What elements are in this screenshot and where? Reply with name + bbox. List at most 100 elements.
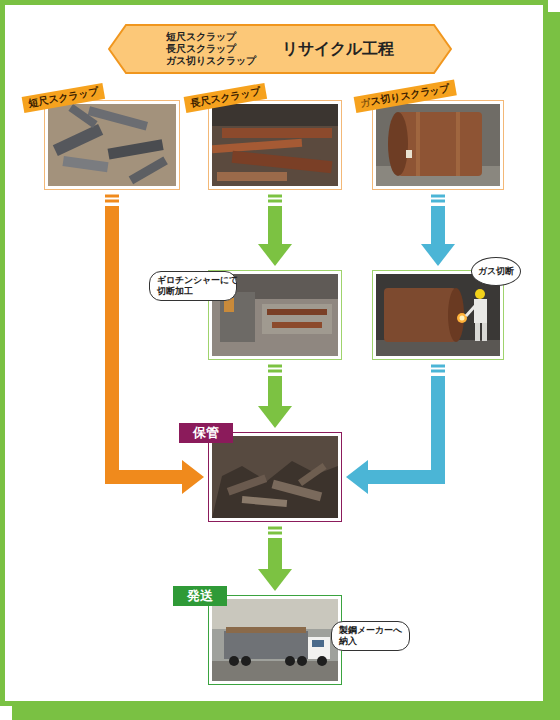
photo-long-scrap-part [212,104,338,186]
photo-truck-part [285,656,295,666]
photo-truck-part [312,640,324,647]
photo-guillotine-part [267,309,327,315]
scrap-tag: 短尺スクラップ [22,83,106,113]
photo-truck-part [226,627,306,633]
banner-title: リサイクル工程 [282,39,394,60]
banner-item: 長尺スクラップ [166,43,256,55]
callout-bubble: ギロチンシャーにて 切断加工 [149,271,237,301]
flow-arrow [258,366,292,428]
arrow-head [346,460,368,494]
photo-tank-scrap-part [416,112,420,176]
photo-gas-cutting-part [460,316,465,321]
arrow-shaft [268,206,282,245]
flow-arrow [105,196,204,494]
photo-box: ギロチンシャーにて 切断加工 [208,270,342,360]
arrow-stripe [268,365,282,368]
photo-gas-cutting-part [384,288,456,342]
photo-gas-cutting-part [376,274,500,356]
flow-arrow [258,196,292,266]
flow-arrow [346,366,445,494]
callout-bubble: 製鋼メーカーへ 納入 [331,621,410,651]
photo-storage [212,436,338,518]
photo-short-scrap-part [48,104,176,186]
photo-tank-scrap-part [376,104,500,186]
arrow-head [258,569,292,591]
photo-gas-cutting-part [376,274,500,356]
photo-gas-cutting-part [376,340,500,356]
banner-item: 短尺スクラップ [166,31,256,43]
photo-truck-part [241,656,251,666]
banner-content: 短尺スクラップ長尺スクラップガス切りスクラップ リサイクル工程 [108,24,452,74]
photo-box: 発送製鋼メーカーへ 納入 [208,595,342,685]
banner-item: ガス切りスクラップ [166,55,256,67]
arrow-shaft [367,376,438,477]
photo-storage-part [212,436,338,518]
page-frame [3,3,560,720]
photo-short-scrap [48,104,176,186]
photo-storage-part [242,496,287,507]
photo-box: 長尺スクラップ [208,100,342,190]
photo-gas-cutting-part [466,306,475,316]
arrow-shaft [112,206,183,477]
banner-shape [108,24,452,74]
photo-truck-part [229,656,239,666]
photo-truck-part [212,599,338,681]
arrow-head [182,460,204,494]
photo-truck [212,599,338,681]
photo-storage-part [227,474,267,495]
photo-guillotine-part [262,304,332,334]
photo-long-scrap [212,104,338,186]
photo-long-scrap-part [212,104,338,186]
photo-box: 短尺スクラップ [44,100,180,190]
scrap-tag: ガス切りスクラップ [354,79,457,112]
photo-tank-scrap-part [398,112,482,176]
photo-storage-part [212,436,338,518]
photo-long-scrap-part [212,104,338,126]
photo-long-scrap-part [232,151,333,173]
arrow-head [258,244,292,266]
arrow-stripe [431,370,445,373]
callout-bubble: ガス切断 [471,257,521,286]
section-header: 保管 [179,423,233,443]
photo-truck-part [212,599,338,681]
arrow-head [421,244,455,266]
photo-box: ガス切りスクラップ [372,100,504,190]
photo-tank-scrap-part [406,150,412,158]
photo-gas-cutting-part [482,323,487,341]
section-header: 発送 [173,586,227,606]
photo-truck-part [297,656,307,666]
photo-long-scrap-part [222,128,332,138]
arrow-stripe [268,532,282,535]
arrow-stripe [268,527,282,530]
arrow-stripe [431,200,445,203]
photo-tank-scrap [376,104,500,186]
photo-tank-scrap-part [388,112,408,176]
photo-long-scrap-part [212,139,302,153]
photo-short-scrap-part [88,106,148,130]
photo-short-scrap-part [68,104,97,128]
arrow-head [258,406,292,428]
page-frame-part [3,3,546,704]
photo-box: 保管 [208,432,342,522]
photo-storage-part [212,461,338,518]
photo-guillotine-part [272,322,322,328]
photo-long-scrap-part [217,172,287,181]
arrow-stripe [431,365,445,368]
photo-short-scrap-part [48,104,176,186]
photo-gas-cutting-part [475,289,485,299]
photo-truck-part [224,631,308,659]
arrow-stripe [268,195,282,198]
banner-hexagon [109,25,451,73]
photo-short-scrap-part [63,156,109,172]
scrap-tag: 長尺スクラップ [184,83,268,113]
arrow-shaft [431,206,445,245]
arrow-shaft [268,538,282,570]
photo-short-scrap-part [129,157,168,185]
arrow-stripe [268,200,282,203]
banner-list: 短尺スクラップ長尺スクラップガス切りスクラップ [166,31,256,67]
photo-gas-cutting-part [474,299,487,323]
flow-arrow [258,528,292,591]
